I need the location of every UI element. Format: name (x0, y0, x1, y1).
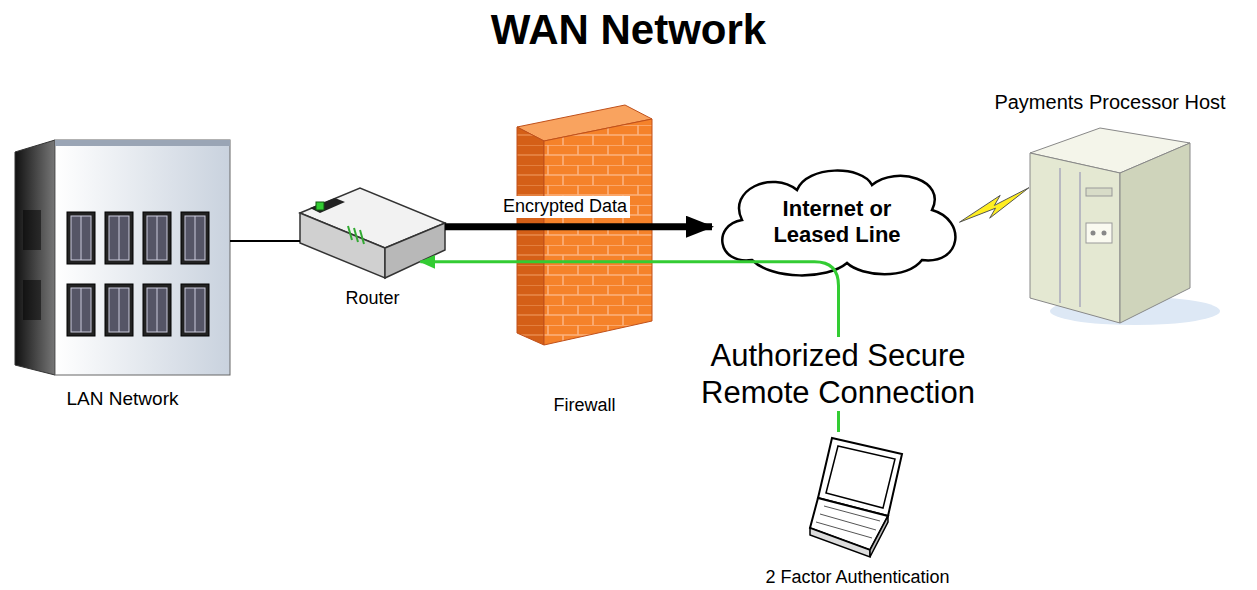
router-icon: Router (300, 188, 445, 278)
lan-wire (230, 240, 300, 242)
laptop-icon: 2 Factor Authentication (810, 432, 905, 557)
node-label: Firewall (553, 395, 615, 416)
server-tower: Payments Processor Host (1020, 128, 1200, 323)
network-cloud: Internet or Leased Line (712, 165, 962, 275)
node-label: Payments Processor Host (994, 91, 1225, 114)
node-label: Internet or Leased Line (767, 196, 907, 249)
lan-building: LAN Network (15, 140, 230, 375)
router-icon-art (300, 188, 445, 278)
laptop-icon-art (810, 432, 905, 557)
edge-label: Encrypted Data (500, 196, 630, 218)
server-tower-art (1020, 128, 1200, 323)
lightning-link (960, 188, 1029, 223)
node-label: Router (345, 288, 399, 309)
node-label: 2 Factor Authentication (765, 567, 949, 588)
lan-building-art (15, 140, 230, 375)
firewall-wall-art (517, 105, 652, 345)
diagram-title: WAN Network (0, 6, 1257, 54)
firewall-wall: Firewall (517, 105, 652, 345)
edge-label: Authorized Secure Remote Connection (673, 337, 1003, 411)
node-label: LAN Network (67, 388, 179, 410)
